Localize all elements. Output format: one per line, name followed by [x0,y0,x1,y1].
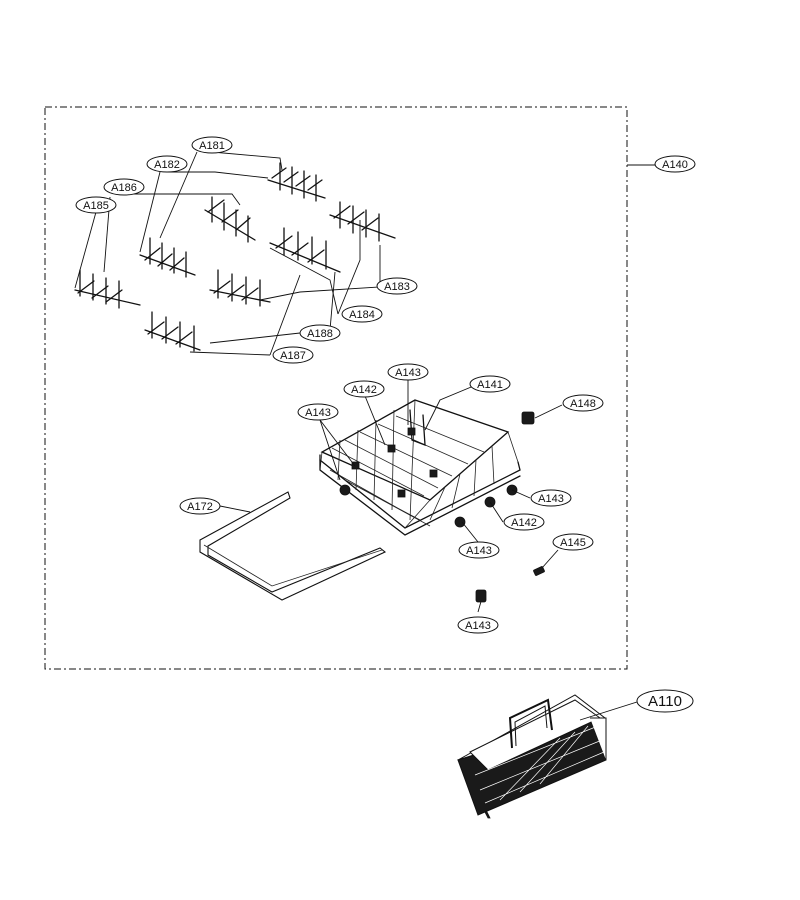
callout-a143-left: A143 [297,403,339,421]
callout-a142-right: A142 [503,513,545,531]
assembly-boundary [44,106,628,670]
callout-label: A142 [351,384,377,396]
callout-label: A185 [83,200,109,212]
callout-a184: A184 [341,305,383,323]
callout-label: A187 [280,350,306,362]
callout-label: A172 [187,501,213,513]
callout-label: A143 [305,407,331,419]
callout-a141: A141 [469,375,511,393]
callout-label: A141 [477,379,503,391]
callout-label: A184 [349,309,375,321]
callout-label: A186 [111,182,137,194]
callout-a182: A182 [146,155,188,173]
tine-rack-group [74,162,396,352]
callout-a142-top: A142 [343,380,385,398]
callout-a143-right: A143 [530,489,572,507]
callout-a110: A110 [636,689,694,713]
tine-row-a184 [269,227,341,273]
basket-leaders [219,380,563,613]
callout-a188: A188 [299,324,341,342]
callout-label: A183 [384,281,410,293]
callout-a143-bottom: A143 [458,541,500,559]
basket-wheel [339,484,351,496]
callout-label: A148 [570,398,596,410]
callout-a187: A187 [272,346,314,364]
part-a143-wheel [475,589,487,603]
callout-a148: A148 [562,394,604,412]
tine-row-a186 [139,237,196,278]
callout-a172: A172 [179,497,221,515]
tine-row-a188 [209,269,271,307]
callout-a143-top: A143 [387,363,429,381]
tine-row-a182 [204,196,256,243]
callout-a143-lower: A143 [457,616,499,634]
callout-a183: A183 [376,277,418,295]
cutlery-basket-a110 [457,694,607,819]
callout-label: A143 [395,367,421,379]
callout-label: A140 [662,159,688,171]
callout-label: A143 [465,620,491,632]
callout-label: A143 [466,545,492,557]
rail-a172 [199,491,387,601]
callout-a181: A181 [191,136,233,154]
callout-label: A145 [560,537,586,549]
callout-label: A182 [154,159,180,171]
part-a145 [533,566,545,576]
callout-label: A181 [199,140,225,152]
part-a148 [521,411,535,425]
tine-row-a181 [267,162,326,202]
basket-wheel [454,516,466,528]
callout-a185: A185 [75,196,117,214]
callout-label: A110 [648,693,682,710]
tine-row-a187 [144,311,201,352]
tine-row-a183 [329,201,396,242]
lower-basket [319,399,521,536]
callout-label: A188 [307,328,333,340]
tine-row-a185 [74,269,141,309]
callout-label: A142 [511,517,537,529]
callout-a140: A140 [654,155,696,173]
callout-label: A143 [538,493,564,505]
tine-leaders [74,151,396,356]
callout-a145: A145 [552,533,594,551]
callout-a186: A186 [103,178,145,196]
